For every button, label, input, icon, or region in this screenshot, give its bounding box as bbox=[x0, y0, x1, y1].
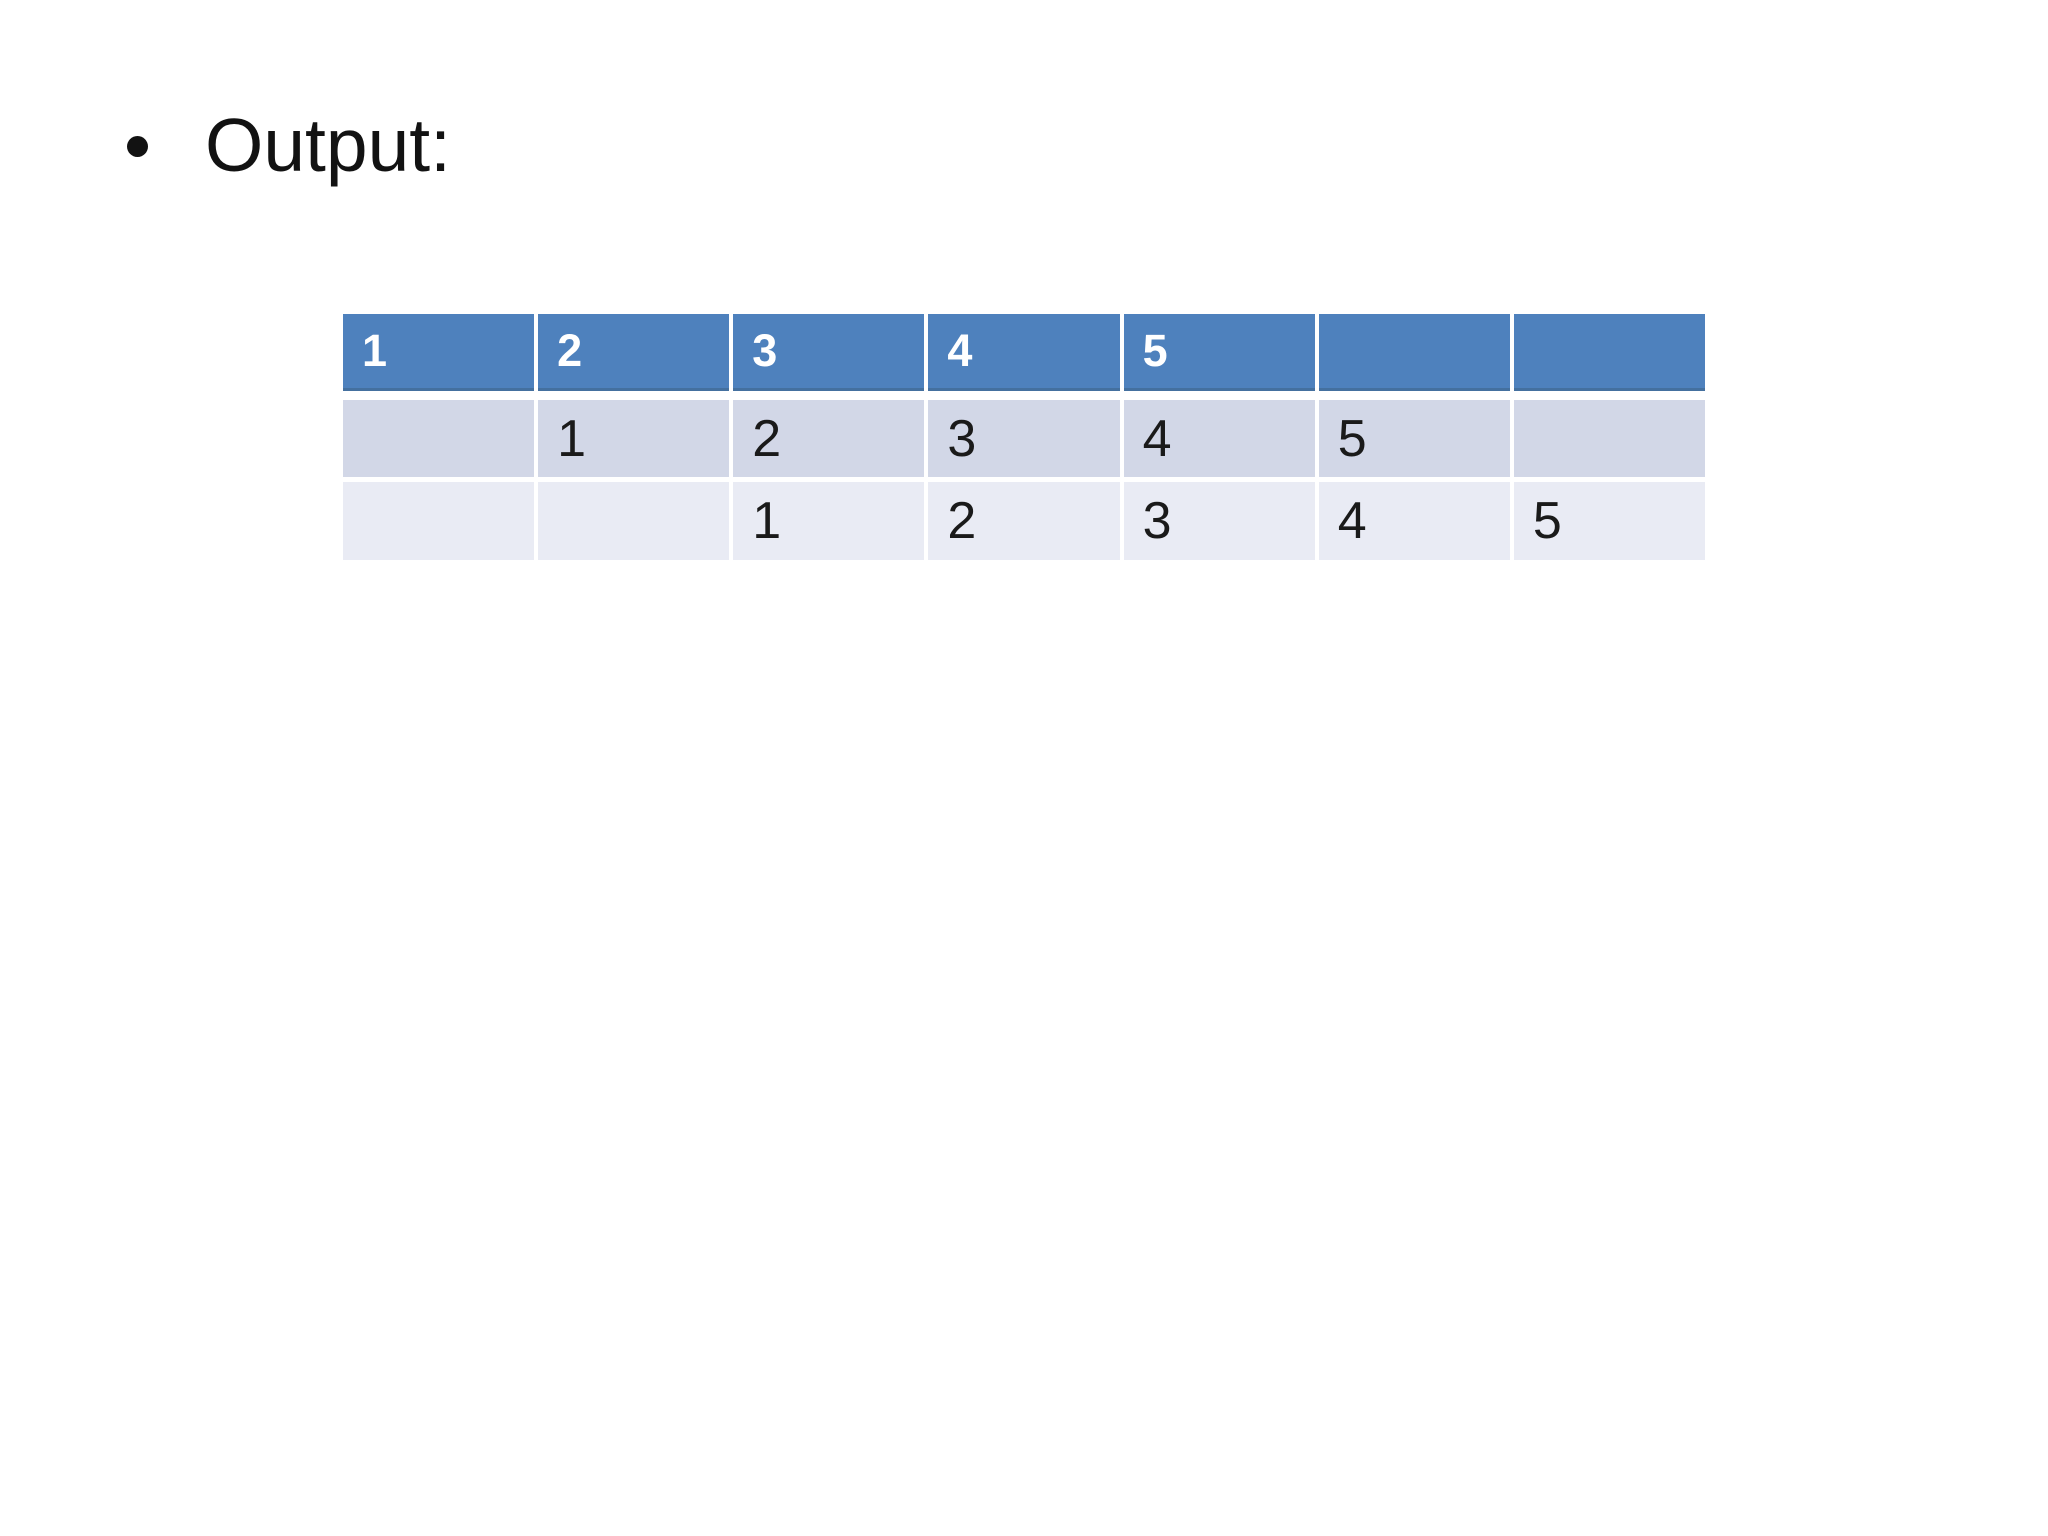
header-cell: 4 bbox=[928, 314, 1120, 391]
table-cell: 3 bbox=[1123, 482, 1315, 560]
header-cell bbox=[1318, 314, 1510, 391]
table-cell: 5 bbox=[1513, 482, 1705, 560]
table-cell: 1 bbox=[538, 400, 730, 477]
table-cell: 1 bbox=[733, 482, 925, 560]
table-cell: 2 bbox=[928, 482, 1120, 560]
bullet-icon bbox=[127, 136, 148, 157]
output-table: 1 2 3 4 5 1 2 3 4 5 1 2 3 4 5 bbox=[343, 314, 1705, 560]
slide-title: Output: bbox=[205, 103, 451, 187]
table-cell bbox=[343, 482, 535, 560]
table-cell: 3 bbox=[928, 400, 1120, 477]
table-cell: 4 bbox=[1318, 482, 1510, 560]
header-cell: 5 bbox=[1123, 314, 1315, 391]
header-cell: 2 bbox=[538, 314, 730, 391]
header-cell: 3 bbox=[733, 314, 925, 391]
header-cell bbox=[1513, 314, 1705, 391]
table-cell: 4 bbox=[1123, 400, 1315, 477]
table-row: 1 2 3 4 5 bbox=[343, 482, 1705, 560]
table-cell bbox=[1513, 400, 1705, 477]
table-cell bbox=[343, 400, 535, 477]
table-header-row: 1 2 3 4 5 bbox=[343, 314, 1705, 391]
table-cell: 2 bbox=[733, 400, 925, 477]
table-cell: 5 bbox=[1318, 400, 1510, 477]
table-cell bbox=[538, 482, 730, 560]
table-row: 1 2 3 4 5 bbox=[343, 400, 1705, 477]
header-cell: 1 bbox=[343, 314, 535, 391]
